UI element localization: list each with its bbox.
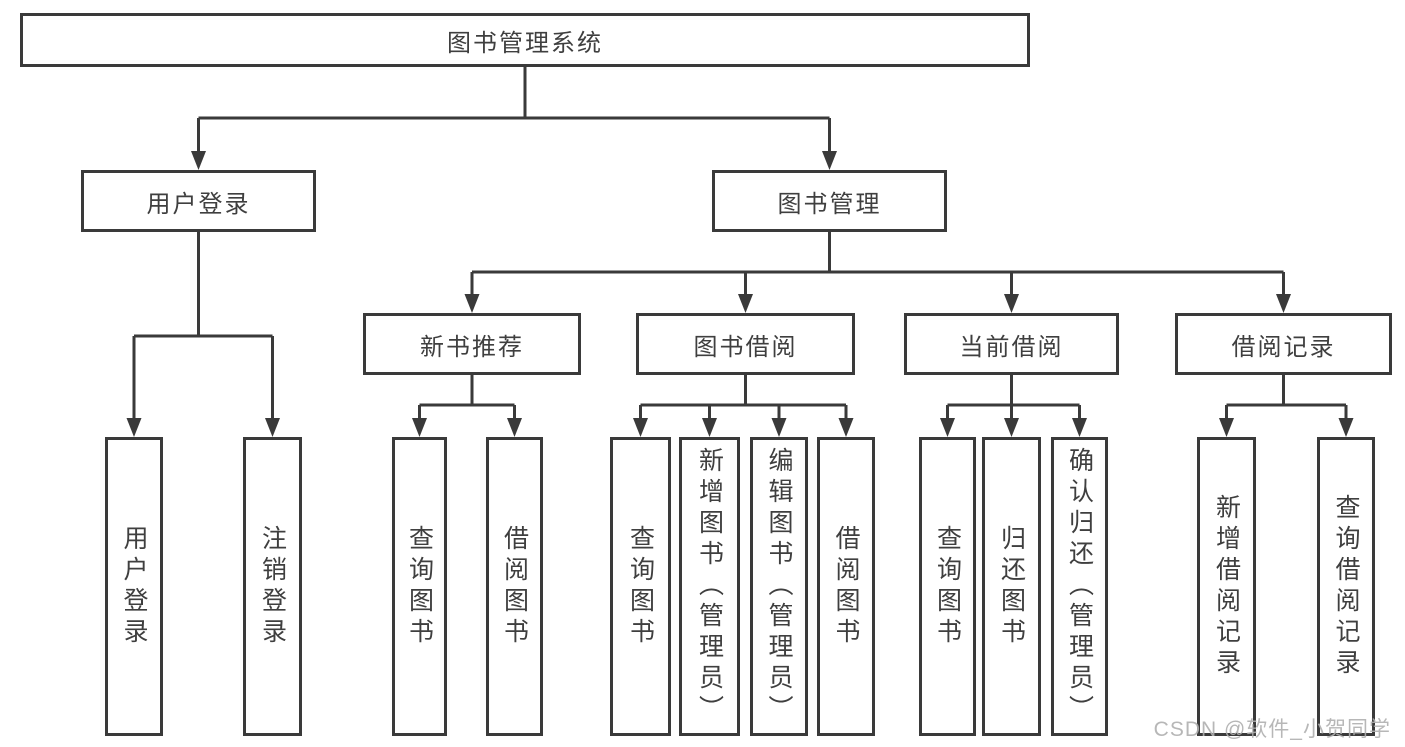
node-label: 图书借阅 [693, 333, 798, 361]
node-label: 借阅记录 [1231, 333, 1336, 361]
leaf-query-books-current: 查询图书 [919, 437, 976, 736]
node-label: 查询借阅记录 [1332, 493, 1360, 680]
node-user-login: 用户登录 [81, 170, 316, 232]
csdn-watermark: CSDN @软件_小贺同学 [1153, 718, 1391, 741]
node-label: 图书管理 [777, 190, 882, 218]
node-label: 注销登录 [258, 524, 287, 649]
node-label: 用户登录 [146, 190, 251, 218]
node-label: 新书推荐 [420, 333, 524, 361]
leaf-borrow-books: 借阅图书 [817, 437, 875, 736]
node-system-root: 图书管理系统 [20, 13, 1030, 67]
arrow-down-icon [822, 151, 837, 170]
connector-records [1225, 375, 1348, 423]
node-label: 新增借阅记录 [1212, 493, 1241, 680]
arrow-down-icon [738, 294, 753, 313]
arrow-down-icon [1219, 418, 1234, 437]
leaf-add-books-admin: 新增图书（管理员） [679, 437, 740, 736]
leaf-query-books-borrow: 查询图书 [610, 437, 671, 736]
node-label: 编辑图书（管理员） [765, 447, 793, 726]
leaf-add-borrow-record: 新增借阅记录 [1197, 437, 1256, 736]
arrow-down-icon [1276, 294, 1291, 313]
node-label: 当前借阅 [959, 333, 1064, 361]
node-label: 借阅图书 [832, 524, 860, 649]
arrow-down-icon [1338, 418, 1354, 437]
leaf-user-login: 用户登录 [105, 437, 163, 736]
arrow-down-icon [412, 418, 427, 437]
arrow-down-icon [507, 418, 522, 437]
leaf-query-borrow-record: 查询借阅记录 [1317, 437, 1375, 736]
arrow-down-icon [702, 418, 717, 437]
node-label: 查询图书 [405, 524, 434, 649]
connector-management [470, 232, 1285, 298]
arrow-down-icon [126, 418, 142, 437]
arrow-down-icon [771, 418, 787, 437]
leaf-confirm-return-admin: 确认归还（管理员） [1051, 437, 1108, 736]
arrow-down-icon [940, 418, 955, 437]
node-new-book-recommend: 新书推荐 [363, 313, 581, 375]
node-book-management: 图书管理 [712, 170, 947, 232]
node-label: 查询图书 [626, 524, 655, 649]
arrow-down-icon [1004, 294, 1019, 313]
leaf-logout-login: 注销登录 [243, 437, 302, 736]
node-label: 图书管理系统 [447, 29, 603, 57]
connector-recommend [418, 375, 516, 423]
arrow-down-icon [838, 418, 854, 437]
node-current-borrow: 当前借阅 [904, 313, 1119, 375]
node-book-borrow: 图书借阅 [636, 313, 855, 375]
leaf-return-books: 归还图书 [982, 437, 1041, 736]
arrow-down-icon [1004, 418, 1019, 437]
node-label: 确认归还（管理员） [1065, 447, 1094, 726]
arrow-down-icon [265, 418, 280, 437]
node-label: 归还图书 [997, 524, 1026, 649]
node-label: 查询图书 [933, 524, 962, 649]
node-borrow-records: 借阅记录 [1175, 313, 1392, 375]
connector-borrow [639, 375, 848, 423]
leaf-query-books-recommend: 查询图书 [392, 437, 447, 736]
node-label: 用户登录 [120, 524, 148, 649]
connector-login [132, 232, 274, 423]
node-label: 新增图书（管理员） [695, 447, 724, 726]
leaf-borrow-books-recommend: 借阅图书 [486, 437, 543, 736]
arrow-down-icon [191, 151, 206, 170]
arrow-down-icon [464, 294, 480, 313]
connector-current [946, 375, 1081, 423]
connector-root [197, 67, 831, 155]
node-label: 借阅图书 [500, 524, 529, 649]
leaf-edit-books-admin: 编辑图书（管理员） [750, 437, 808, 736]
arrow-down-icon [633, 418, 648, 437]
arrow-down-icon [1072, 418, 1087, 437]
